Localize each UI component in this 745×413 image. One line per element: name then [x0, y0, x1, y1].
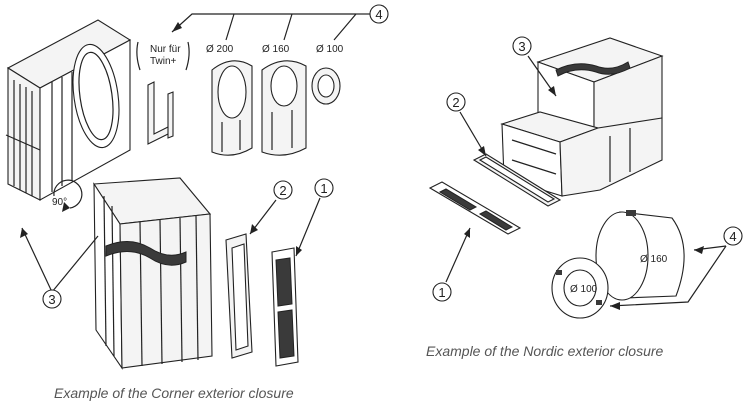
callout-4-left: 4 [171, 4, 389, 41]
callout-2-left-label: 2 [279, 183, 286, 198]
caption-corner: Example of the Corner exterior closure [54, 385, 294, 401]
callout-1-left: 1 [295, 178, 334, 257]
twin-plus-bracket-part [147, 81, 174, 145]
callout-4-right: 4 [609, 226, 743, 310]
label-twin-plus: Twin+ [150, 56, 177, 67]
label-d160-left: Ø 160 [262, 44, 290, 55]
frame-part-right [472, 153, 562, 207]
callout-3-left-label: 3 [48, 292, 55, 307]
adapter-d200 [211, 60, 253, 156]
grille-part-left [271, 247, 299, 367]
adapter-d160 [261, 60, 307, 156]
callout-3-right: 3 [512, 36, 557, 97]
label-d160-right: Ø 160 [640, 254, 668, 265]
callout-1-right-label: 1 [438, 285, 445, 300]
callout-4-right-label: 4 [729, 229, 736, 244]
rotation-label: 90° [52, 197, 67, 208]
label-nur-fuer: Nur für [150, 44, 181, 55]
bracket-right [185, 41, 190, 71]
adapter-d100 [311, 67, 341, 105]
callout-2-left: 2 [249, 180, 293, 235]
callout-2-right-label: 2 [452, 95, 459, 110]
corner-unit-top [5, 19, 132, 201]
frame-part-left [225, 233, 253, 359]
callout-4-left-label: 4 [375, 7, 382, 22]
rotation-indicator: 90° [52, 179, 83, 212]
caption-nordic: Example of the Nordic exterior closure [426, 343, 664, 359]
callout-2-right: 2 [446, 92, 487, 157]
grille-part-right [428, 181, 522, 235]
label-d100-right: Ø 100 [570, 284, 598, 295]
nordic-tube-d160: Ø 160 [595, 210, 685, 301]
bracket-left [136, 41, 141, 71]
corner-unit-bottom [93, 177, 213, 370]
callout-3-right-label: 3 [518, 39, 525, 54]
nordic-unit [500, 37, 664, 197]
callout-1-left-label: 1 [320, 181, 327, 196]
label-d100-left: Ø 100 [316, 44, 344, 55]
callout-3-left: 3 [20, 227, 99, 309]
label-d200: Ø 200 [206, 44, 234, 55]
nordic-adapter-d100: Ø 100 [551, 257, 609, 319]
callout-1-right: 1 [432, 227, 471, 302]
